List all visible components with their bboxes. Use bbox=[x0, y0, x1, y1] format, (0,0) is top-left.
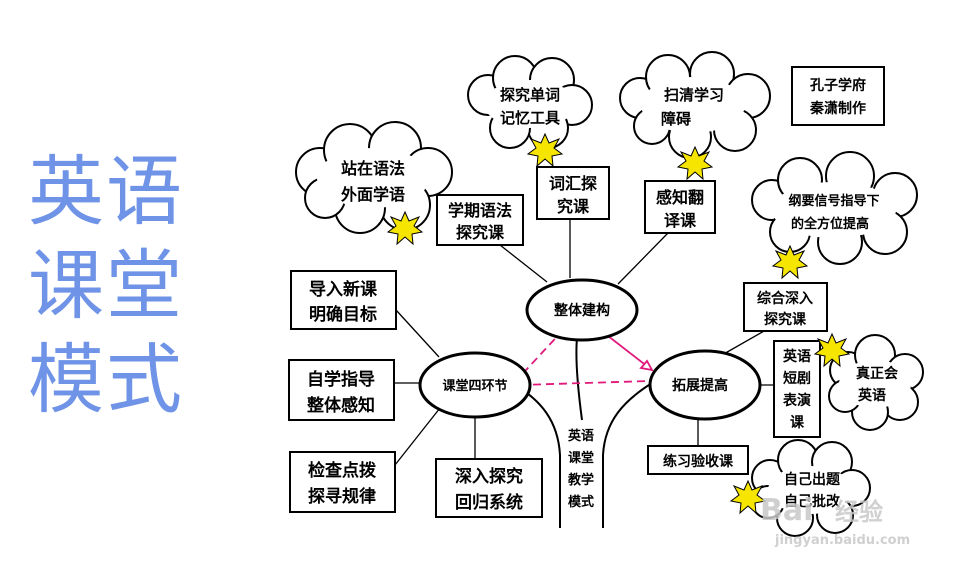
hub-left-ellipse bbox=[418, 351, 532, 419]
burst-icon bbox=[729, 479, 767, 515]
box-drama-line4: 课 bbox=[790, 415, 805, 431]
burst-icon bbox=[676, 145, 714, 181]
cloud-real-line2: 英语 bbox=[857, 387, 886, 404]
hub-right-ellipse bbox=[648, 349, 762, 421]
hub-left-label: 课堂四环节 bbox=[442, 378, 507, 394]
connectors bbox=[394, 218, 781, 466]
cloud-selfmade bbox=[751, 439, 871, 537]
title-line-2: 课堂 bbox=[28, 241, 184, 330]
trunk-char-2: 课堂 bbox=[568, 450, 594, 466]
trunk-char-1: 英语 bbox=[567, 428, 594, 444]
box-intro-line2: 明确目标 bbox=[309, 304, 377, 325]
cloud-vocab-tool-line1: 探究单词 bbox=[500, 86, 560, 104]
box-integrated: 综合深入 探究课 bbox=[743, 282, 828, 332]
cloud-clear bbox=[619, 51, 771, 159]
baidu-watermark: Bai 经验 jingyan.baidu.com bbox=[760, 493, 910, 548]
burst-icons bbox=[386, 132, 851, 515]
box-deep-line2: 回归系统 bbox=[455, 492, 523, 513]
box-translate-line2: 译课 bbox=[664, 211, 697, 230]
watermark-brand-cn: 经验 bbox=[835, 498, 883, 526]
cloud-clear-line2: 障碍 bbox=[661, 110, 691, 128]
box-selfstudy-line1: 自学指导 bbox=[307, 369, 375, 390]
watermark-url: jingyan.baidu.com bbox=[774, 533, 910, 548]
watermark-brand: Bai bbox=[760, 493, 813, 528]
box-practice-line1: 练习验收课 bbox=[663, 453, 734, 470]
box-vocab-line2: 究课 bbox=[557, 197, 590, 216]
cloud-clear-line1: 扫清学习 bbox=[664, 86, 724, 104]
burst-icon bbox=[526, 132, 564, 168]
box-intro-line1: 导入新课 bbox=[309, 279, 378, 300]
cloud-grammar-out-line2: 外面学语 bbox=[340, 185, 405, 204]
title-line-1: 英语 bbox=[28, 147, 184, 236]
box-check-line1: 检查点拨 bbox=[308, 460, 377, 481]
box-vocab-line1: 词汇探 bbox=[549, 174, 597, 193]
credit-box: 孔子学府 秦潇制作 bbox=[791, 66, 885, 126]
trunk-char-3: 教学 bbox=[567, 472, 594, 488]
hub-top-ellipse bbox=[525, 278, 639, 342]
hub-top-label: 整体建构 bbox=[553, 302, 610, 319]
cloud-guide-line2: 的全方位提高 bbox=[791, 216, 869, 232]
box-drama: 英语 短剧 表演 课 bbox=[773, 340, 821, 438]
box-grammar: 学期语法 探究课 bbox=[436, 194, 524, 246]
box-selfstudy-line2: 整体感知 bbox=[307, 395, 375, 416]
box-drama-line1: 英语 bbox=[782, 348, 811, 365]
box-integrated-line2: 探究课 bbox=[764, 311, 807, 328]
box-grammar-line1: 学期语法 bbox=[448, 201, 512, 220]
box-translate-line1: 感知翻 bbox=[656, 188, 704, 207]
credit-line1: 孔子学府 bbox=[810, 77, 866, 94]
box-vocab: 词汇探 究课 bbox=[536, 166, 610, 220]
title-line-3: 模式 bbox=[28, 335, 184, 424]
box-translate: 感知翻 译课 bbox=[644, 180, 716, 234]
cloud-vocab-tool-line2: 记忆工具 bbox=[500, 109, 560, 127]
box-deep-line1: 深入探究 bbox=[455, 466, 523, 487]
trunk-char-4: 模式 bbox=[568, 494, 594, 510]
box-check-line2: 探寻规律 bbox=[308, 486, 376, 507]
burst-icon bbox=[386, 210, 424, 246]
cloud-real bbox=[828, 334, 924, 431]
hub-right-label: 拓展提高 bbox=[672, 377, 728, 394]
box-grammar-line2: 探究课 bbox=[456, 223, 505, 242]
cloud-selfmade-line2: 自己批改 bbox=[784, 493, 841, 510]
box-drama-line3: 表演 bbox=[782, 392, 811, 409]
slide-title: 英语 课堂 模式 bbox=[28, 145, 198, 427]
cloud-real-line1: 真正会 bbox=[856, 365, 899, 382]
box-practice: 练习验收课 bbox=[647, 445, 749, 475]
cloud-guide bbox=[751, 151, 918, 265]
box-deep: 深入探究 回归系统 bbox=[435, 458, 543, 518]
burst-icon bbox=[813, 332, 851, 368]
trunk-text: 英语 课堂 教学 模式 bbox=[567, 428, 594, 510]
box-check: 检查点拨 探寻规律 bbox=[289, 451, 396, 513]
box-drama-line2: 短剧 bbox=[783, 370, 811, 387]
box-integrated-line1: 综合深入 bbox=[757, 290, 813, 307]
box-selfstudy: 自学指导 整体感知 bbox=[288, 359, 395, 421]
box-intro: 导入新课 明确目标 bbox=[290, 270, 397, 330]
credit-line2: 秦潇制作 bbox=[809, 100, 866, 117]
cloud-grammar-out-line1: 站在语法 bbox=[341, 159, 405, 178]
cloud-vocab-tool bbox=[467, 55, 593, 149]
burst-icon bbox=[771, 244, 809, 280]
cloud-selfmade-line1: 自己出题 bbox=[784, 471, 841, 488]
cloud-guide-line1: 纲要信号指导下 bbox=[788, 193, 879, 209]
